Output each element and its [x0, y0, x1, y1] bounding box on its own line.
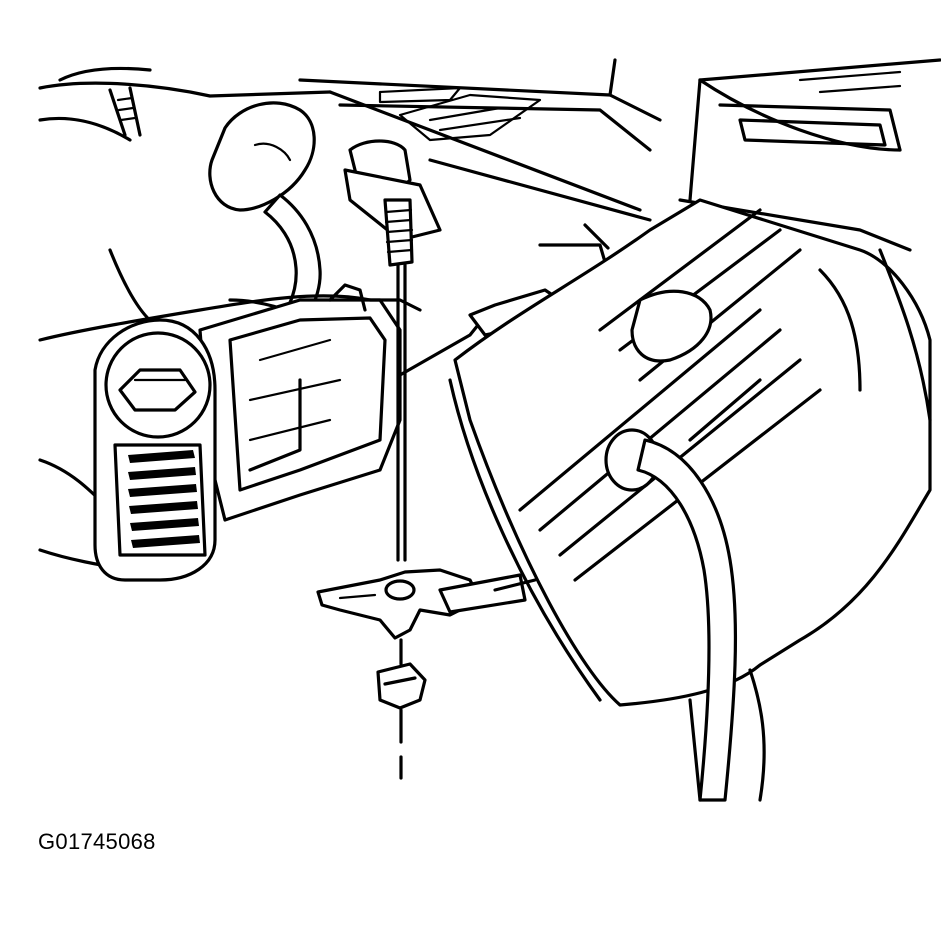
dash-upper-structure [38, 58, 941, 252]
vent-knob [93, 318, 217, 582]
lower-dash-panel [38, 248, 422, 572]
kick-panel [448, 198, 932, 802]
figure-id-label: G01745068 [38, 829, 156, 854]
release-cable-assembly [316, 139, 610, 780]
